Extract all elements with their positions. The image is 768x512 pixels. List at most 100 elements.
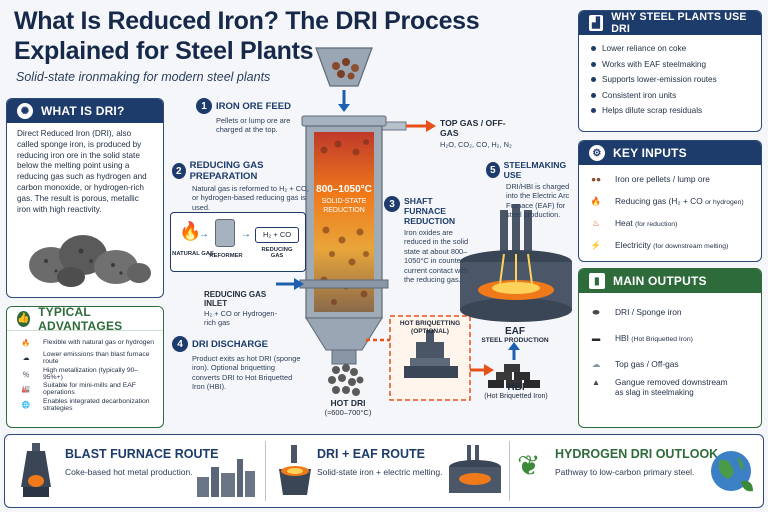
step-1-number: 1: [196, 98, 212, 114]
page-subtitle: Solid-state ironmaking for modern steel …: [16, 70, 271, 84]
process-diagram: 800–1050°C SOLID-STATE REDUCTION: [276, 47, 572, 401]
reformer-label: REFORMER: [209, 253, 243, 259]
percent-icon: ％: [22, 371, 30, 379]
step-2-title: REDUCING GAS PREPARATION: [189, 160, 264, 182]
step-1-title: IRON ORE FEED: [216, 100, 291, 112]
reformer-vessel: [215, 219, 235, 247]
hot-dri-label-group: HOT DRI (≈600–700°C): [306, 398, 390, 417]
arrow-right-icon: →: [199, 229, 209, 240]
top-gas-group: TOP GAS / OFF-GAS H₂O, CO₂, CO, H₂, N₂: [440, 118, 514, 149]
advantages-list: 🔥Flexible with natural gas or hydrogen ☁…: [7, 331, 163, 417]
blast-furnace-icon: [21, 443, 51, 497]
eaf-label-group: EAF STEEL PRODUCTION: [470, 326, 560, 344]
globe-icon: 🌐: [21, 401, 31, 409]
dri-eaf-title: DRI + EAF ROUTE: [317, 447, 425, 461]
what-is-dri-text: Direct Reduced Iron (DRI), also called s…: [17, 129, 147, 214]
output-item: ▬HBI (Hot Briquetted Iron): [585, 325, 755, 351]
step-2-text: Natural gas is reformed to H₂ + CO, or h…: [192, 184, 309, 212]
routes-strip: BLAST FURNACE ROUTE Coke-based hot metal…: [4, 434, 764, 508]
leaf-icon: ❦: [517, 450, 541, 481]
step-3: 3 SHAFT FURNACE REDUCTION Iron oxides ar…: [384, 196, 474, 284]
hot-dri-label: HOT DRI: [330, 398, 366, 408]
reducing-gas-label: REDUCING GAS: [261, 247, 293, 259]
dri-pile-icon: ⬬: [592, 306, 600, 317]
step-1-text: Pellets or lump ore are charged at the t…: [216, 116, 291, 135]
eaf-sub: STEEL PRODUCTION: [481, 337, 549, 344]
outputs-list: ⬬DRI / Sponge iron ▬HBI (Hot Briquetted …: [579, 293, 761, 413]
co2-icon: ☁: [22, 355, 30, 363]
why-card: ▟ WHY STEEL PLANTS USE DRI Lower relianc…: [578, 10, 762, 132]
blast-furnace-route: BLAST FURNACE ROUTE Coke-based hot metal…: [5, 435, 263, 507]
step-2: 2 REDUCING GAS PREPARATION Natural gas i…: [172, 160, 312, 212]
step-4-title: DRI DISCHARGE: [192, 338, 269, 350]
why-item: Lower reliance on coke: [591, 41, 749, 57]
step-3-number: 3: [384, 196, 400, 212]
gear-icon: ⚙: [589, 145, 605, 161]
input-item: ●●Iron ore pellets / lump ore: [585, 168, 755, 190]
hbi-bricks: [488, 364, 540, 388]
step-5-number: 5: [486, 162, 500, 178]
h2-co-label: H₂ + CO: [255, 227, 299, 243]
page-title: What Is Reduced Iron? The DRI Process Ex…: [14, 7, 480, 65]
gas-inlet-sub: H₂ + CO or Hydrogen-rich gas: [204, 309, 277, 328]
slag-icon: ▲: [591, 377, 601, 387]
what-is-dri-heading: WHAT IS DRI?: [41, 104, 125, 118]
top-gas-label: TOP GAS / OFF-GAS: [440, 118, 506, 138]
advantage-item: 🏭Suitable for mini-mills and EAF operati…: [15, 382, 155, 398]
gas-inlet-label-group: REDUCING GAS INLET H₂ + CO or Hydrogen-r…: [204, 290, 288, 328]
inputs-list: ●●Iron ore pellets / lump ore 🔥Reducing …: [579, 165, 761, 259]
hydrogen-text: Pathway to low-carbon primary steel.: [555, 467, 695, 477]
gas-inlet-ring: [299, 279, 389, 289]
what-is-dri-header: ✺ WHAT IS DRI?: [7, 99, 163, 123]
step-5-text: DRI/HBI is charged into the Electric Arc…: [506, 182, 570, 220]
step-5: 5 STEELMAKING USE DRI/HBI is charged int…: [486, 160, 574, 220]
inputs-heading: KEY INPUTS: [613, 146, 687, 160]
furnace-zone-label: SOLID-STATE REDUCTION: [321, 198, 367, 214]
ore-pellets-icon: ●●: [590, 174, 602, 184]
arrow-right-icon: →: [241, 229, 251, 240]
advantages-heading: TYPICAL ADVANTAGES: [38, 306, 123, 333]
outputs-heading: MAIN OUTPUTS: [613, 274, 707, 288]
inputs-header: ⚙ KEY INPUTS: [579, 141, 761, 165]
feed-hopper: [315, 47, 373, 87]
blast-furnace-title: BLAST FURNACE ROUTE: [65, 447, 219, 461]
why-heading: WHY STEEL PLANTS USE DRI: [611, 11, 747, 35]
why-header: ▟ WHY STEEL PLANTS USE DRI: [579, 11, 761, 35]
step-2-number: 2: [172, 163, 186, 179]
hbi-sub: (Hot Briquetted Iron): [484, 393, 548, 400]
flame-icon: 🔥: [179, 221, 202, 241]
why-item: Supports lower-emission routes: [591, 72, 749, 88]
blast-furnace-text: Coke-based hot metal production.: [65, 467, 193, 477]
outputs-header: ▮ MAIN OUTPUTS: [579, 269, 761, 293]
why-item: Helps dilute scrap residuals: [591, 103, 749, 119]
advantages-card: 👍 TYPICAL ADVANTAGES 🔥Flexible with natu…: [6, 306, 164, 428]
hbi-label: HBI: [507, 382, 525, 393]
why-item: Consistent iron units: [591, 88, 749, 104]
advantages-header: 👍 TYPICAL ADVANTAGES: [7, 306, 163, 333]
industrial-skyline-icon: [197, 459, 255, 497]
what-is-dri-card: ✺ WHAT IS DRI? Direct Reduced Iron (DRI)…: [6, 98, 164, 298]
factory-icon: ▟: [589, 15, 604, 31]
output-item: ☁Top gas / Off-gas: [585, 351, 755, 377]
inputs-card: ⚙ KEY INPUTS ●●Iron ore pellets / lump o…: [578, 140, 762, 262]
hbi-label-group: HBI (Hot Briquetted Iron): [474, 382, 558, 400]
hbi-brick-icon: ▬: [591, 333, 601, 343]
reformer-box: 🔥 → → H₂ + CO NATURAL GAS REFORMER REDUC…: [170, 212, 306, 272]
gas-inlet-label: REDUCING GAS INLET: [204, 290, 267, 308]
step-4: 4 DRI DISCHARGE Product exits as hot DRI…: [172, 336, 302, 392]
gas-flame-icon: 🔥: [590, 195, 602, 206]
input-item: 🔥Reducing gas (H₂ + CO or hydrogen): [585, 190, 755, 212]
heat-icon: ♨: [592, 218, 600, 228]
why-list: Lower reliance on coke Works with EAF st…: [579, 35, 761, 125]
thumbs-up-icon: 👍: [17, 310, 31, 327]
why-item: Works with EAF steelmaking: [591, 57, 749, 73]
factory-icon: 🏭: [21, 386, 31, 394]
outputs-card: ▮ MAIN OUTPUTS ⬬DRI / Sponge iron ▬HBI (…: [578, 268, 762, 428]
dri-eaf-route: DRI + EAF ROUTE Solid-state iron + elect…: [267, 435, 507, 507]
step-5-title: STEELMAKING USE: [503, 160, 567, 180]
top-gas-sub: H₂O, CO₂, CO, H₂, N₂: [440, 140, 512, 149]
step-3-text: Iron oxides are reduced in the solid sta…: [404, 228, 469, 285]
lightning-icon: ⚡: [590, 239, 602, 250]
advantage-item: ％High metallization (typically 90–95%+): [15, 366, 155, 382]
